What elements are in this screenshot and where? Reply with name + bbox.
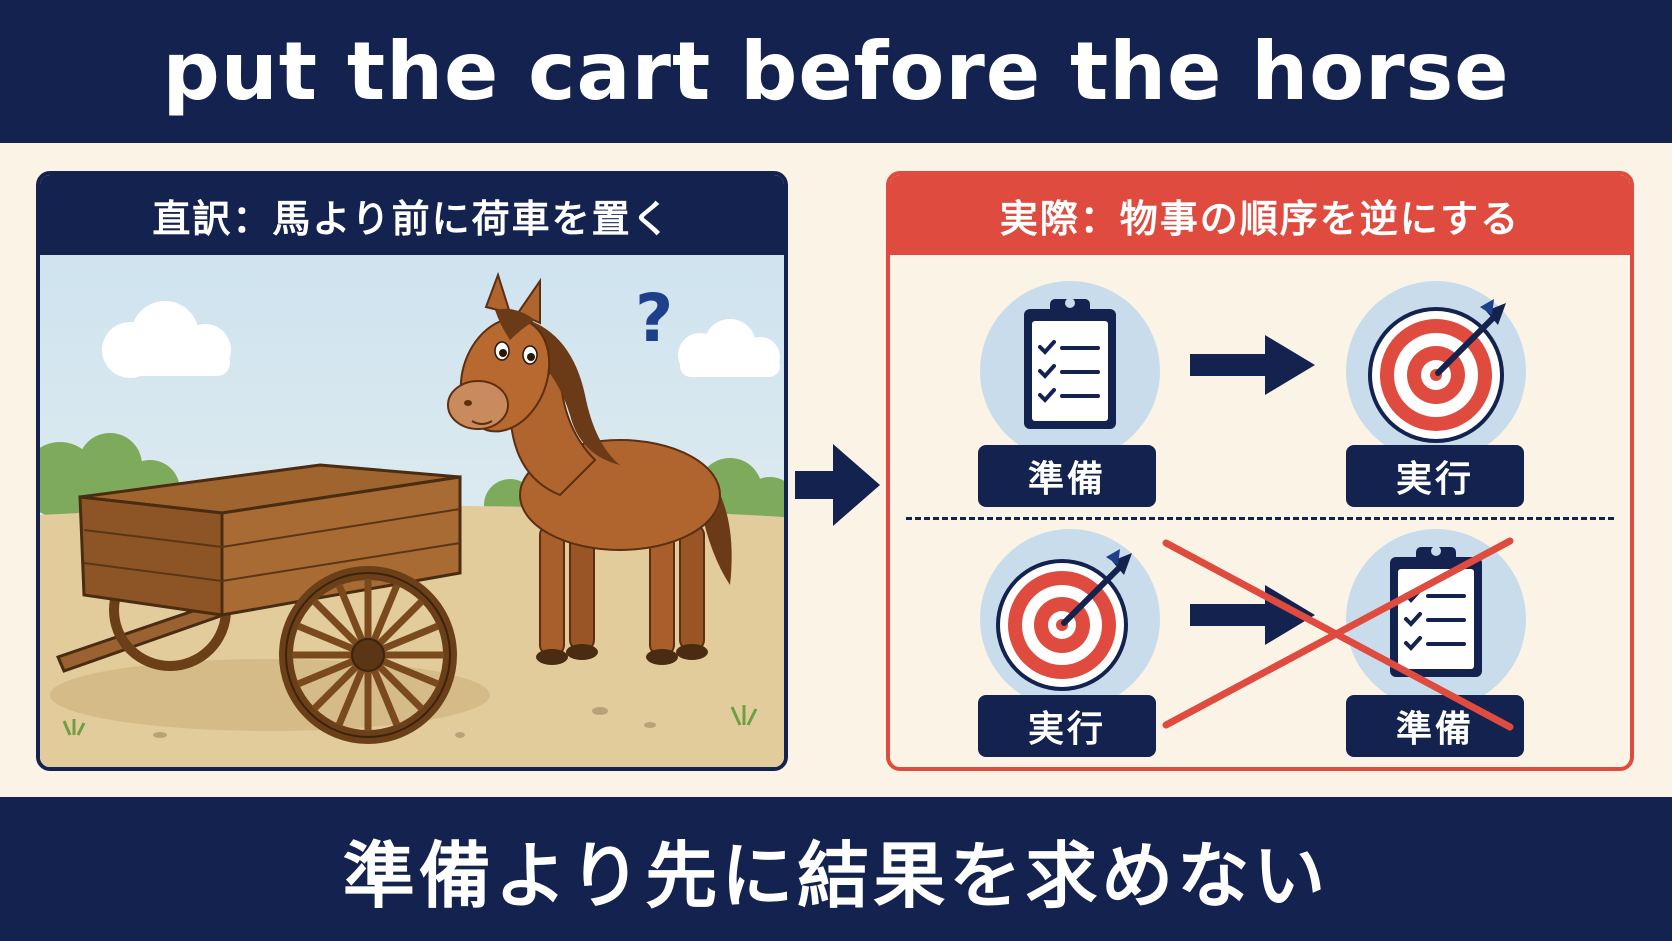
wrong-order-row: 実行 準備 [890, 525, 1630, 765]
bottom-message: 準備より先に結果を求めない [342, 833, 1330, 918]
wrong-step-execute-label: 実行 [978, 695, 1156, 757]
cart-horse-illustration: ? [40, 255, 784, 767]
cart-icon [55, 463, 462, 744]
literal-panel-header: 直訳：馬より前に荷車を置く [40, 175, 784, 255]
step-prepare-label: 準備 [978, 445, 1156, 507]
arrow-right-icon [795, 444, 880, 526]
arrow-right-icon [1190, 335, 1315, 395]
literal-panel: 直訳：馬より前に荷車を置く [36, 171, 788, 771]
title-banner: put the cart before the horse [0, 0, 1672, 143]
question-mark: ? [635, 280, 673, 357]
clipboard-checklist-icon [980, 281, 1160, 461]
actual-header-text: 実際：物事の順序を逆にする [999, 196, 1521, 241]
literal-header-text: 直訳：馬より前に荷車を置く [152, 196, 672, 241]
actual-panel-header: 実際：物事の順序を逆にする [890, 175, 1630, 255]
correct-order-row: 準備 実行 [890, 275, 1630, 515]
actual-meaning-panel: 実際：物事の順序を逆にする 準備 [886, 171, 1634, 771]
dashed-divider [906, 517, 1614, 520]
target-arrow-icon [1346, 281, 1526, 461]
cloud-icon [102, 301, 231, 378]
clipboard-checklist-icon [1346, 529, 1526, 709]
target-arrow-icon [980, 529, 1160, 709]
cloud-icon [678, 319, 780, 377]
horse-icon [447, 271, 732, 665]
bottom-message-banner: 準備より先に結果を求めない [0, 797, 1672, 941]
step-execute-label: 実行 [1346, 445, 1524, 507]
page-title: put the cart before the horse [162, 25, 1510, 118]
wrong-step-prepare-label: 準備 [1346, 695, 1524, 757]
cross-mark-icon [1162, 537, 1514, 731]
